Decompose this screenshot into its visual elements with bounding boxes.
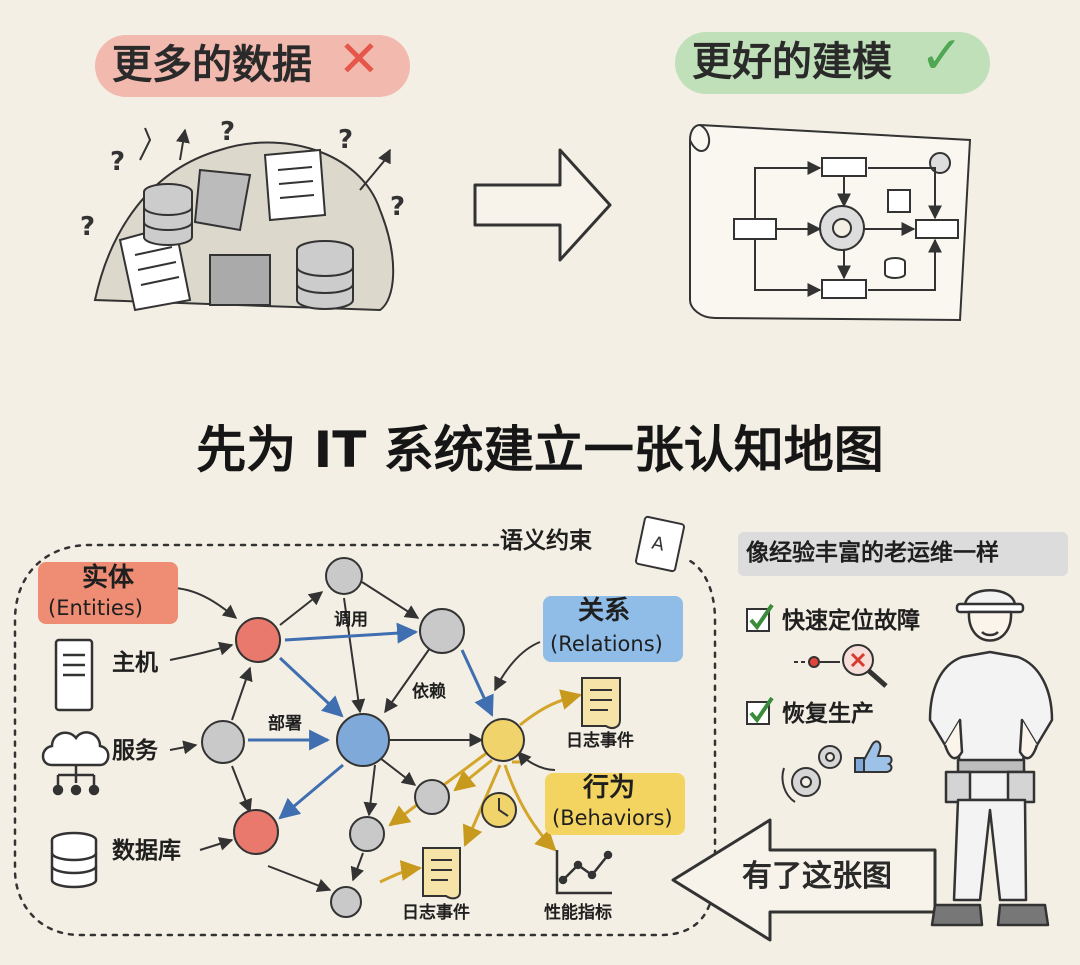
relations-tag bbox=[543, 596, 683, 662]
plain-node bbox=[419, 608, 465, 654]
service-label: 服务 bbox=[112, 738, 158, 764]
edge-label-deploy: 部署 bbox=[268, 714, 302, 734]
clock-icon bbox=[481, 792, 517, 828]
svg-text:A: A bbox=[650, 533, 667, 556]
semantic-constraint-label: 语义约束 bbox=[500, 528, 592, 554]
left-arrow-icon bbox=[671, 818, 937, 942]
plain-node bbox=[325, 557, 363, 595]
cloud-network-icon bbox=[41, 731, 110, 796]
graph-edges bbox=[231, 581, 484, 892]
plain-node bbox=[414, 779, 450, 815]
better-model-label: 更好的建模 bbox=[692, 39, 892, 85]
label-arrows bbox=[169, 587, 556, 851]
semantic-constraint-boundary bbox=[13, 543, 717, 937]
relations-title: 关系 bbox=[578, 596, 631, 626]
more-data-pill bbox=[95, 35, 410, 97]
experienced-ops-heading: 像经验丰富的老运维一样 bbox=[746, 540, 999, 566]
edge-label-call: 调用 bbox=[334, 610, 368, 630]
log-scroll-icon-upper bbox=[581, 677, 621, 729]
experienced-ops-banner bbox=[738, 532, 1068, 576]
checkbox-icon bbox=[746, 603, 774, 632]
metrics-label: 性能指标 bbox=[544, 903, 612, 923]
entity-node-top bbox=[235, 617, 281, 663]
blueprint-model-icon bbox=[689, 123, 972, 322]
question-marks: ? ? ? ? ? bbox=[80, 117, 405, 242]
behaviors-tag bbox=[545, 773, 685, 835]
entities-subtitle: (Entities) bbox=[48, 596, 143, 620]
database-label: 数据库 bbox=[112, 838, 181, 864]
line-chart-icon bbox=[555, 850, 613, 895]
graph-nodes bbox=[201, 557, 525, 918]
relations-subtitle: (Relations) bbox=[550, 632, 663, 656]
yellow-behavior-edges bbox=[379, 689, 583, 884]
database-icon bbox=[50, 831, 98, 889]
main-title: 先为 IT 系统建立一张认知地图 bbox=[196, 421, 884, 479]
plain-node bbox=[201, 720, 245, 764]
behavior-node bbox=[481, 718, 525, 762]
behaviors-title: 行为 bbox=[583, 773, 636, 803]
svg-text:?: ? bbox=[110, 147, 125, 177]
plain-node bbox=[330, 886, 362, 918]
engineer-icon bbox=[928, 589, 1054, 927]
more-data-label: 更多的数据 bbox=[112, 42, 312, 88]
svg-text:?: ? bbox=[338, 125, 353, 155]
log-events-label-lower: 日志事件 bbox=[402, 903, 470, 923]
benefit-fast-locate: 快速定位故障 bbox=[782, 608, 920, 634]
right-arrow-icon bbox=[473, 148, 612, 262]
checkbox-icon bbox=[746, 696, 774, 725]
plain-node bbox=[349, 816, 385, 852]
magnifier-fault-icon bbox=[794, 644, 888, 688]
blue-relation-edges bbox=[248, 622, 494, 820]
hub-node bbox=[336, 713, 390, 767]
log-scroll-icon-lower bbox=[422, 847, 461, 900]
entity-node-bottom bbox=[233, 809, 279, 855]
chaotic-data-pile-icon bbox=[93, 127, 395, 312]
entities-tag bbox=[38, 562, 178, 624]
benefit-restore-production: 恢复生产 bbox=[782, 701, 874, 727]
notebook-icon: A bbox=[635, 515, 685, 573]
with-this-map-label: 有了这张图 bbox=[742, 859, 892, 894]
svg-text:?: ? bbox=[220, 117, 235, 147]
svg-text:?: ? bbox=[390, 192, 405, 222]
check-icon: ✓ bbox=[920, 26, 964, 86]
gears-thumbs-up-icon bbox=[781, 740, 893, 803]
host-label: 主机 bbox=[112, 650, 158, 676]
better-model-pill bbox=[675, 32, 990, 94]
entities-title: 实体 bbox=[82, 563, 135, 593]
behaviors-subtitle: (Behaviors) bbox=[552, 806, 673, 830]
edge-label-depend: 依赖 bbox=[412, 682, 446, 702]
cross-icon: ✕ bbox=[338, 30, 380, 88]
svg-text:?: ? bbox=[80, 212, 95, 242]
log-events-label-upper: 日志事件 bbox=[566, 731, 634, 751]
server-icon bbox=[54, 638, 94, 712]
